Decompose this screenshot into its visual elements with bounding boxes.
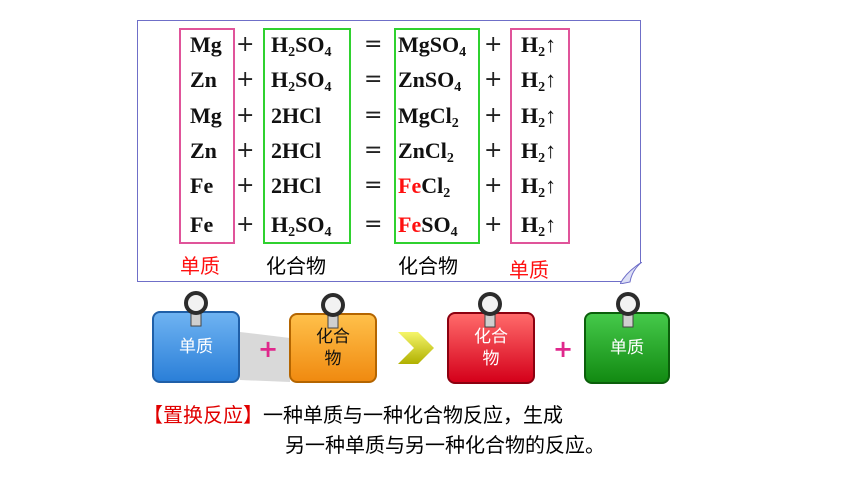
reactant-element: Fe xyxy=(190,212,214,237)
reactant-compound: H2SO4 xyxy=(271,32,332,60)
equation-card xyxy=(137,20,641,282)
product-compound: ZnCl2 xyxy=(398,138,454,166)
tile-element-2: 单质 xyxy=(584,312,670,384)
product-element: H2↑ xyxy=(521,173,557,201)
pin-icon xyxy=(321,293,345,329)
label-reactant-element: 单质 xyxy=(180,254,220,278)
equals-symbol: = xyxy=(364,138,383,163)
plus-sign-1: + xyxy=(258,335,279,363)
equals-symbol: = xyxy=(364,103,383,128)
pin-icon xyxy=(184,291,208,327)
product-element: H2↑ xyxy=(521,32,557,60)
definition-title: 【置换反应】 xyxy=(143,403,263,427)
equals-symbol: = xyxy=(364,212,383,237)
product-compound: FeCl2 xyxy=(398,173,451,201)
plus-symbol: + xyxy=(484,67,503,92)
pin-icon xyxy=(616,292,640,328)
column-box-reactant-element xyxy=(179,28,235,244)
plus-symbol: + xyxy=(484,32,503,57)
tile-compound-1-line1: 化合 xyxy=(316,327,350,347)
plus-symbol: + xyxy=(236,67,255,92)
plus-sign-2: + xyxy=(553,335,574,363)
tile-element-1-label: 单质 xyxy=(179,337,213,357)
reactant-compound: 2HCl xyxy=(271,138,322,163)
reactant-element: Mg xyxy=(190,103,222,128)
equals-symbol: = xyxy=(364,67,383,92)
definition-line-1: 【置换反应】一种单质与一种化合物反应，生成 xyxy=(143,400,563,430)
product-compound: FeSO4 xyxy=(398,212,458,240)
product-element: H2↑ xyxy=(521,103,557,131)
plus-symbol: + xyxy=(484,173,503,198)
reactant-compound: 2HCl xyxy=(271,173,322,198)
tile-compound-1-line2: 物 xyxy=(324,349,342,369)
tile-element-2-label: 单质 xyxy=(610,338,644,358)
column-box-product-compound xyxy=(394,28,480,244)
plus-symbol: + xyxy=(236,138,255,163)
plus-symbol: + xyxy=(236,32,255,57)
definition-text-1: 一种单质与一种化合物反应，生成 xyxy=(263,403,563,427)
label-product-element: 单质 xyxy=(509,258,549,282)
plus-symbol: + xyxy=(236,212,255,237)
reactant-element: Zn xyxy=(190,138,217,163)
plus-symbol: + xyxy=(236,103,255,128)
product-element: H2↑ xyxy=(521,138,557,166)
reactant-compound: H2SO4 xyxy=(271,67,332,95)
reactant-element: Fe xyxy=(190,173,214,198)
reactant-element: Zn xyxy=(190,67,217,92)
product-compound: MgSO4 xyxy=(398,32,467,60)
label-product-compound: 化合物 xyxy=(398,254,458,278)
product-compound: ZnSO4 xyxy=(398,67,462,95)
product-element: H2↑ xyxy=(521,67,557,95)
plus-symbol: + xyxy=(484,138,503,163)
arrow-right-icon xyxy=(398,332,434,364)
column-box-product-element xyxy=(510,28,570,244)
plus-symbol: + xyxy=(236,173,255,198)
equals-symbol: = xyxy=(364,32,383,57)
reactant-element: Mg xyxy=(190,32,222,57)
tile-compound-2-line1: 化合 xyxy=(474,327,508,347)
reactant-compound: H2SO4 xyxy=(271,212,332,240)
tile-shadow xyxy=(240,332,290,382)
product-element: H2↑ xyxy=(521,212,557,240)
reactant-compound: 2HCl xyxy=(271,103,322,128)
pin-icon xyxy=(478,292,502,328)
plus-symbol: + xyxy=(484,103,503,128)
definition-line-2: 另一种单质与另一种化合物的反应。 xyxy=(285,433,605,457)
equals-symbol: = xyxy=(364,173,383,198)
page-curl-icon xyxy=(620,262,642,284)
tile-compound-2-line2: 物 xyxy=(482,349,500,369)
plus-symbol: + xyxy=(484,212,503,237)
label-reactant-compound: 化合物 xyxy=(266,254,326,278)
product-compound: MgCl2 xyxy=(398,103,459,131)
column-box-reactant-compound xyxy=(263,28,351,244)
